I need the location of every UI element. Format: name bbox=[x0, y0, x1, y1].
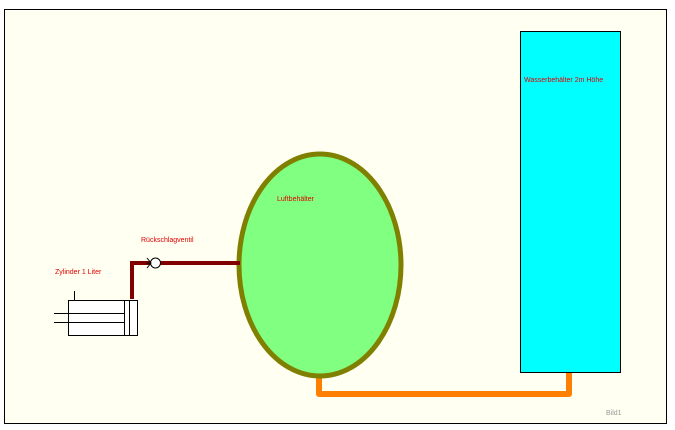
water-tank-label: Wasserbehälter 2m Höhe bbox=[524, 77, 603, 84]
water-tank bbox=[520, 31, 621, 373]
air-tank-label: Luftbehälter bbox=[277, 196, 315, 203]
figure-label: Bild1 bbox=[606, 410, 622, 417]
cylinder-label: Zylinder 1 Liter bbox=[55, 269, 102, 276]
air-tank bbox=[236, 151, 404, 379]
valve-label: Rückschlagventil bbox=[141, 237, 194, 244]
dark-red-pipe bbox=[130, 261, 240, 299]
piston-cylinder-icon bbox=[54, 291, 138, 336]
check-valve-icon bbox=[146, 257, 161, 269]
orange-connection-pipe bbox=[316, 373, 572, 397]
